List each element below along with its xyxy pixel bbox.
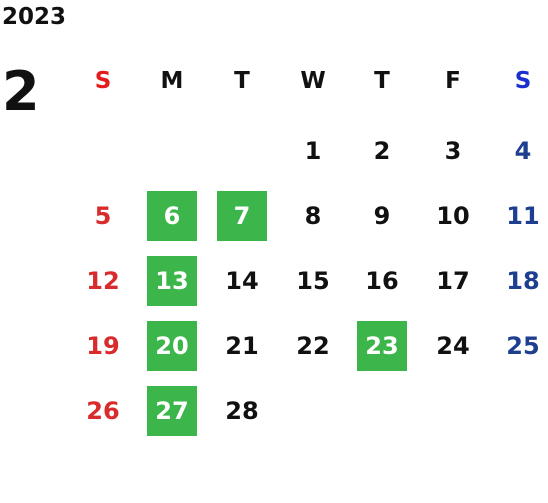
day-7: 7 bbox=[217, 191, 267, 241]
day-13: 13 bbox=[147, 256, 197, 306]
day-10: 10 bbox=[436, 202, 470, 230]
day-4: 4 bbox=[514, 137, 532, 165]
day-11: 11 bbox=[506, 202, 540, 230]
day-8: 8 bbox=[304, 202, 322, 230]
day-22: 22 bbox=[296, 332, 330, 360]
weekday-friday: F bbox=[445, 68, 461, 94]
month-number: 2 bbox=[2, 60, 40, 123]
weekday-tuesday: T bbox=[234, 68, 250, 94]
day-18: 18 bbox=[506, 267, 540, 295]
day-6: 6 bbox=[147, 191, 197, 241]
day-9: 9 bbox=[373, 202, 391, 230]
day-23: 23 bbox=[357, 321, 407, 371]
day-12: 12 bbox=[86, 267, 120, 295]
day-20: 20 bbox=[147, 321, 197, 371]
weekday-saturday: S bbox=[514, 68, 532, 94]
day-14: 14 bbox=[225, 267, 259, 295]
year-label: 2023 bbox=[2, 4, 67, 30]
day-5: 5 bbox=[94, 202, 112, 230]
weekday-monday: M bbox=[160, 68, 184, 94]
day-16: 16 bbox=[365, 267, 399, 295]
day-21: 21 bbox=[225, 332, 259, 360]
weekday-sunday: S bbox=[94, 68, 112, 94]
day-24: 24 bbox=[436, 332, 470, 360]
day-17: 17 bbox=[436, 267, 470, 295]
weekday-wednesday: W bbox=[300, 68, 326, 94]
day-25: 25 bbox=[506, 332, 540, 360]
day-27: 27 bbox=[147, 386, 197, 436]
day-15: 15 bbox=[296, 267, 330, 295]
day-2: 2 bbox=[373, 137, 391, 165]
day-3: 3 bbox=[444, 137, 462, 165]
day-28: 28 bbox=[225, 397, 259, 425]
day-19: 19 bbox=[86, 332, 120, 360]
day-1: 1 bbox=[304, 137, 322, 165]
weekday-header-row: S M T W T F S bbox=[0, 64, 548, 98]
weekday-thursday: T bbox=[374, 68, 390, 94]
day-26: 26 bbox=[86, 397, 120, 425]
